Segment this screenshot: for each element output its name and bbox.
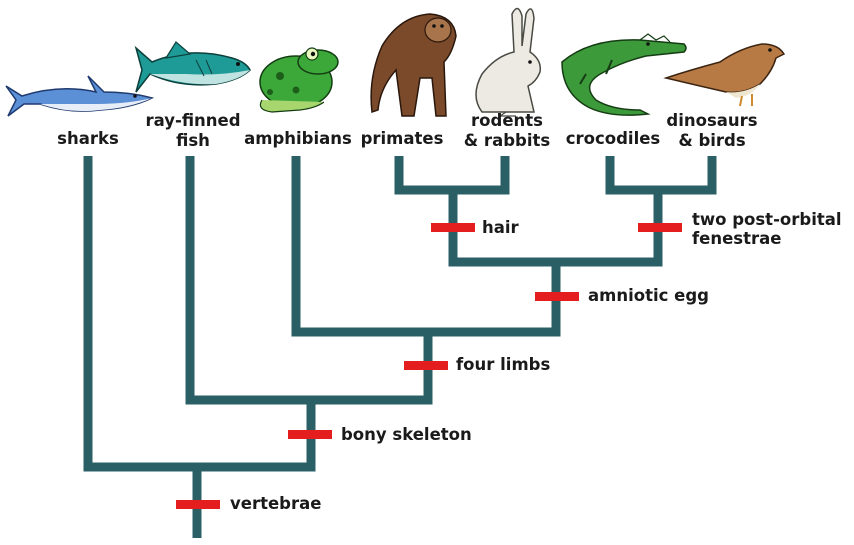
node-osteichthyes	[185, 156, 433, 405]
marker-four-limbs	[404, 361, 448, 370]
trait-fenestrae-line2: fenestrae	[692, 229, 782, 248]
node-mammalia	[394, 156, 510, 195]
label-dinosaurs-birds-line2: & birds	[678, 131, 746, 150]
tree-branches	[83, 156, 717, 538]
label-dinosaurs-birds-line1: dinosaurs	[666, 111, 758, 130]
marker-vertebrae	[176, 500, 220, 509]
marker-bony-skeleton	[288, 430, 332, 439]
node-vertebrata	[83, 156, 316, 472]
node-archosauria	[605, 156, 717, 195]
trait-amniotic-egg: amniotic egg	[588, 286, 709, 305]
node-tetrapoda	[291, 156, 561, 337]
marker-hair	[431, 223, 475, 232]
rabbit-icon	[475, 7, 542, 117]
label-rodents-rabbits-line2: & rabbits	[463, 131, 551, 150]
label-rodents-rabbits: rodents & rabbits	[455, 111, 559, 151]
trait-vertebrae: vertebrae	[230, 494, 321, 513]
sparrow-icon	[663, 43, 786, 107]
label-sharks-text: sharks	[57, 129, 119, 148]
label-sharks: sharks	[48, 129, 128, 149]
fish-icon	[134, 41, 251, 93]
trait-amniotic-egg-text: amniotic egg	[588, 286, 709, 305]
ape-icon	[370, 13, 457, 117]
frog-icon	[259, 47, 339, 113]
label-ray-finned-fish-line1: ray-finned	[145, 111, 241, 130]
trait-bony-skeleton-text: bony skeleton	[341, 425, 472, 444]
label-crocodiles: crocodiles	[559, 129, 667, 149]
trait-four-limbs-text: four limbs	[456, 355, 551, 374]
label-ray-finned-fish: ray-finned fish	[138, 111, 248, 151]
label-amphibians: amphibians	[240, 129, 356, 149]
label-crocodiles-text: crocodiles	[565, 129, 661, 148]
label-amphibians-text: amphibians	[244, 129, 352, 148]
label-primates: primates	[356, 129, 448, 149]
label-primates-text: primates	[360, 129, 444, 148]
crocodile-icon	[561, 33, 687, 116]
trait-fenestrae-line1: two post-orbital	[692, 210, 842, 229]
shark-icon	[5, 75, 155, 117]
label-ray-finned-fish-line2: fish	[176, 131, 210, 150]
label-rodents-rabbits-line1: rodents	[471, 111, 543, 130]
label-dinosaurs-birds: dinosaurs & birds	[662, 111, 762, 151]
trait-hair-text: hair	[482, 218, 519, 237]
marker-fenestrae	[638, 223, 682, 232]
trait-fenestrae: two post-orbital fenestrae	[692, 210, 842, 248]
trait-bony-skeleton: bony skeleton	[341, 425, 472, 444]
trait-hair: hair	[482, 218, 519, 237]
marker-amniotic-egg	[535, 292, 579, 301]
trait-four-limbs: four limbs	[456, 355, 550, 374]
trait-vertebrae-text: vertebrae	[230, 494, 322, 513]
